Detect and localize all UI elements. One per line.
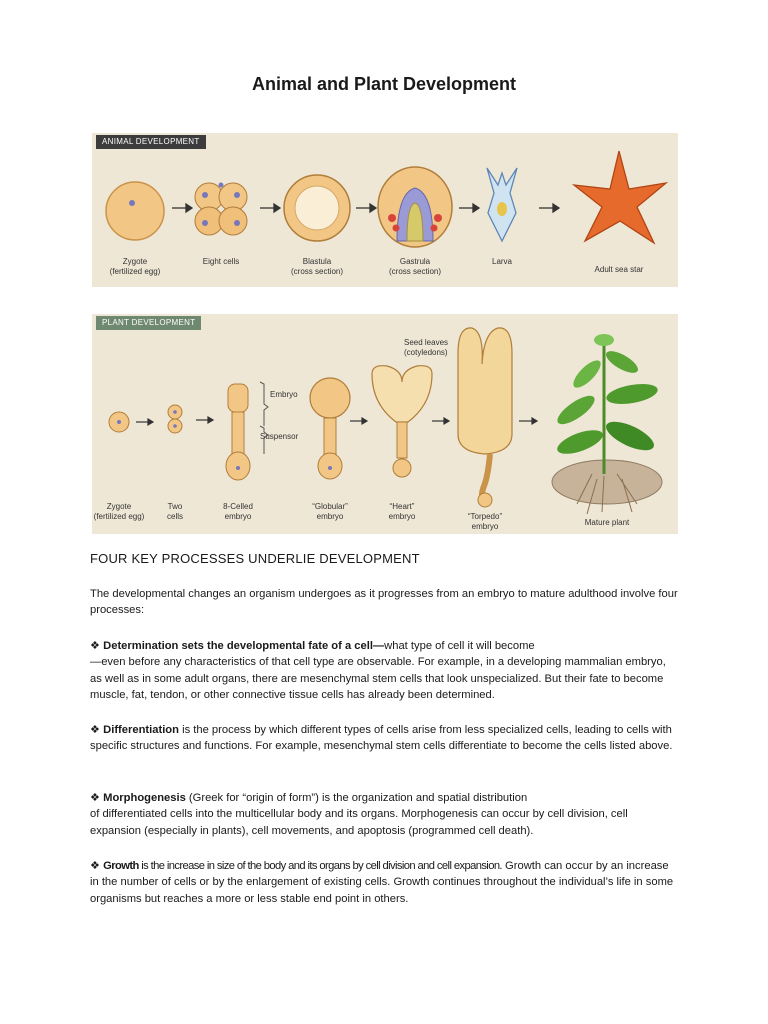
animal-stage-label: Larva [491, 257, 513, 266]
animal-stage-label: Eight cells [202, 257, 240, 266]
plant-stage-label: “Globular”embryo [312, 502, 348, 521]
plant-stage-label: “Heart”embryo [388, 502, 416, 521]
process-morphogenesis: ❖ Morphogenesis (Greek for “origin of fo… [90, 792, 628, 837]
larva [486, 167, 518, 243]
suspensor-label: Suspensor [260, 432, 299, 441]
bullet-icon: ❖ [90, 724, 101, 736]
suspensor-bracket [259, 425, 269, 454]
animal-development-figure: ANIMAL DEVELOPMENT Zygote(fertilized egg… [92, 133, 678, 287]
zygote-egg [105, 181, 165, 241]
stage-arrow [519, 416, 539, 426]
process-differentiation: ❖ Differentiation is the process by whic… [90, 724, 673, 753]
animal-development-tag: ANIMAL DEVELOPMENT [96, 135, 206, 149]
animal-stage-label: Zygote(fertilized egg) [109, 257, 161, 276]
process-determination: ❖ Determination sets the developmental f… [90, 640, 666, 702]
process-growth: ❖ Growth is the increase in size of the … [90, 860, 674, 905]
bullet-icon: ❖ [90, 792, 101, 804]
eight-cells-embryo [194, 182, 248, 236]
plant-stage-label: Mature plant [584, 518, 630, 527]
stage-arrow [356, 202, 378, 214]
globular-embryo [309, 377, 351, 480]
gastrula-cross-section [377, 166, 453, 248]
animal-stage-label: Blastula(cross section) [290, 257, 344, 276]
stage-arrow [260, 202, 282, 214]
process-term: Morphogenesis [103, 792, 186, 804]
torpedo-embryo [457, 327, 513, 508]
plant-development-figure: PLANT DEVELOPMENT Seed leaves(cotyledons… [92, 314, 678, 534]
heart-embryo [371, 365, 433, 478]
bullet-icon: ❖ [90, 860, 101, 872]
section-heading: FOUR KEY PROCESSES UNDERLIE DEVELOPMENT [90, 551, 420, 566]
intro-paragraph: The developmental changes an organism un… [90, 588, 678, 617]
animal-development-illustration [105, 150, 669, 248]
page-title: Animal and Plant Development [251, 74, 517, 94]
plant-stage-label: Zygote(fertilized egg) [93, 502, 145, 521]
stage-arrow [196, 415, 215, 425]
embryo-bracket [259, 381, 269, 426]
blastula-cross-section [283, 174, 351, 242]
animal-stage-label: Adult sea star [594, 265, 644, 274]
adult-sea-star [571, 150, 669, 245]
stage-arrow [350, 416, 369, 426]
process-term: Determination sets the developmental fat… [103, 640, 385, 652]
stage-arrow [459, 202, 481, 214]
plant-stage-label: “Torpedo”embryo [467, 512, 503, 531]
plant-development-illustration [108, 327, 663, 515]
eight-celled-embryo [225, 383, 251, 481]
process-term: Growth [103, 860, 139, 872]
stage-arrow [432, 416, 451, 426]
stage-arrow [539, 202, 561, 214]
plant-development-tag: PLANT DEVELOPMENT [96, 316, 202, 330]
stage-arrow [136, 417, 155, 427]
mature-plant [551, 334, 663, 515]
embryo-label: Embryo [270, 390, 298, 399]
bullet-icon: ❖ [90, 640, 101, 652]
two-cells-embryo [167, 404, 183, 434]
animal-stage-label: Gastrula(cross section) [388, 257, 442, 276]
stage-arrow [172, 202, 194, 214]
seed-leaves-label: Seed leaves(cotyledons) [404, 338, 449, 357]
process-term: Differentiation [103, 724, 179, 736]
